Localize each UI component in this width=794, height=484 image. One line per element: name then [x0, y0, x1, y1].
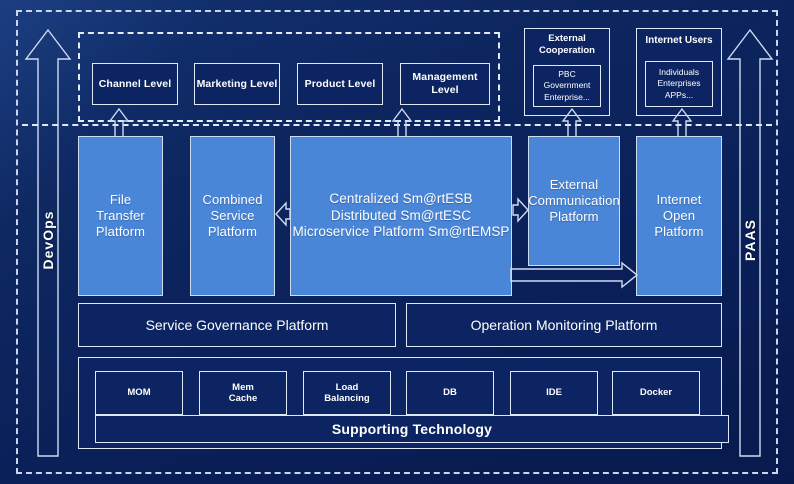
internet-open-platform-line3: Platform	[654, 223, 704, 239]
external-cooperation-title-line2: Cooperation	[539, 44, 595, 56]
tech-box-load-balancing-line1: Load	[335, 381, 359, 393]
external-cooperation-detail-line1: PBC Government	[543, 69, 591, 91]
tech-box-ide-line1: IDE	[546, 387, 562, 399]
tech-box-docker[interactable]: Docker	[612, 371, 700, 415]
internet-open-platform[interactable]: Internet Open Platform	[636, 136, 722, 296]
tech-box-db-line1: DB	[443, 387, 457, 399]
paas-label: PAAS	[742, 219, 758, 261]
external-cooperation-detail-line2: Enterprise...	[544, 91, 590, 102]
tech-box-ide[interactable]: IDE	[510, 371, 598, 415]
external-communication-platform-line1: External	[549, 177, 599, 193]
tech-box-db[interactable]: DB	[406, 371, 494, 415]
external-communication-platform-line3: Platform	[549, 208, 599, 224]
tech-box-docker-line1: Docker	[639, 387, 673, 399]
file-transfer-platform[interactable]: File Transfer Platform	[78, 136, 163, 296]
arrow-devops-upward	[24, 28, 72, 457]
tech-box-mom-line1: MOM	[127, 387, 151, 399]
internet-users-detail-line2: Enterprises	[657, 78, 701, 89]
file-transfer-platform-line2: Transfer	[96, 208, 145, 224]
layer-divider-dashed	[22, 124, 772, 126]
tech-box-mem-cache-line2: Cache	[228, 393, 258, 404]
service-governance-platform[interactable]: Service Governance Platform	[78, 303, 396, 347]
combined-service-platform-line3: Platform	[207, 223, 258, 239]
internet-open-platform-line1: Internet	[656, 192, 702, 208]
external-communication-platform[interactable]: External Communication Platform	[528, 136, 620, 266]
internet-users-title: Internet Users	[645, 35, 713, 46]
supporting-technology-bar[interactable]: Supporting Technology	[95, 415, 729, 443]
internet-users-detail-line1: Individuals	[658, 67, 700, 78]
tech-box-load-balancing[interactable]: Load Balancing	[303, 371, 391, 415]
arrow-integration-to-levels	[391, 107, 413, 138]
file-transfer-platform-line1: File	[109, 192, 132, 208]
arrow-internet-open-to-users	[671, 107, 693, 138]
level-box-product[interactable]: Product Level	[297, 63, 383, 105]
diagram-outer-frame	[16, 10, 778, 474]
integration-platform-line3: Microservice Platform Sm@rtEMSP	[292, 224, 510, 240]
external-cooperation-title: External Cooperation	[525, 33, 609, 56]
tech-box-mom[interactable]: MOM	[95, 371, 183, 415]
level-box-channel[interactable]: Channel Level	[92, 63, 178, 105]
arrow-integration-to-combined	[275, 201, 291, 227]
external-cooperation-detail: PBC Government Enterprise...	[533, 65, 601, 107]
arrow-file-transfer-to-channel	[108, 107, 130, 138]
level-box-marketing[interactable]: Marketing Level	[194, 63, 280, 105]
business-levels-group	[78, 32, 500, 122]
internet-users-detail: Individuals Enterprises APPs...	[645, 61, 713, 107]
integration-platform-line2: Distributed Sm@rtESC	[330, 207, 472, 223]
operation-monitoring-platform[interactable]: Operation Monitoring Platform	[406, 303, 722, 347]
arrow-external-comm-to-cooperation	[561, 107, 583, 138]
arrow-paas-upward	[726, 28, 774, 457]
arrow-integration-to-internet-open	[510, 261, 639, 289]
external-communication-platform-line2: Communication	[528, 193, 620, 209]
tech-box-mem-cache-line1: Mem	[232, 381, 254, 393]
external-cooperation-box[interactable]: External Cooperation PBC Government Ente…	[524, 28, 610, 116]
level-box-management[interactable]: Management Level	[400, 63, 490, 105]
tech-box-load-balancing-line2: Balancing	[324, 393, 370, 404]
tech-box-mem-cache[interactable]: Mem Cache	[199, 371, 287, 415]
external-cooperation-title-line1: External	[548, 33, 586, 44]
file-transfer-platform-line3: Platform	[95, 223, 146, 239]
arrow-integration-to-external-comm	[512, 197, 529, 223]
combined-service-platform-line2: Service	[210, 208, 255, 224]
combined-service-platform[interactable]: Combined Service Platform	[190, 136, 275, 296]
integration-platform-line1: Centralized Sm@rtESB	[329, 191, 473, 207]
internet-users-box[interactable]: Internet Users Individuals Enterprises A…	[636, 28, 722, 116]
combined-service-platform-line1: Combined	[202, 192, 263, 208]
internet-open-platform-line2: Open	[662, 208, 696, 224]
devops-label: DevOps	[40, 210, 56, 270]
internet-users-detail-line3: APPs...	[664, 89, 694, 100]
integration-platform[interactable]: Centralized Sm@rtESB Distributed Sm@rtES…	[290, 136, 512, 296]
